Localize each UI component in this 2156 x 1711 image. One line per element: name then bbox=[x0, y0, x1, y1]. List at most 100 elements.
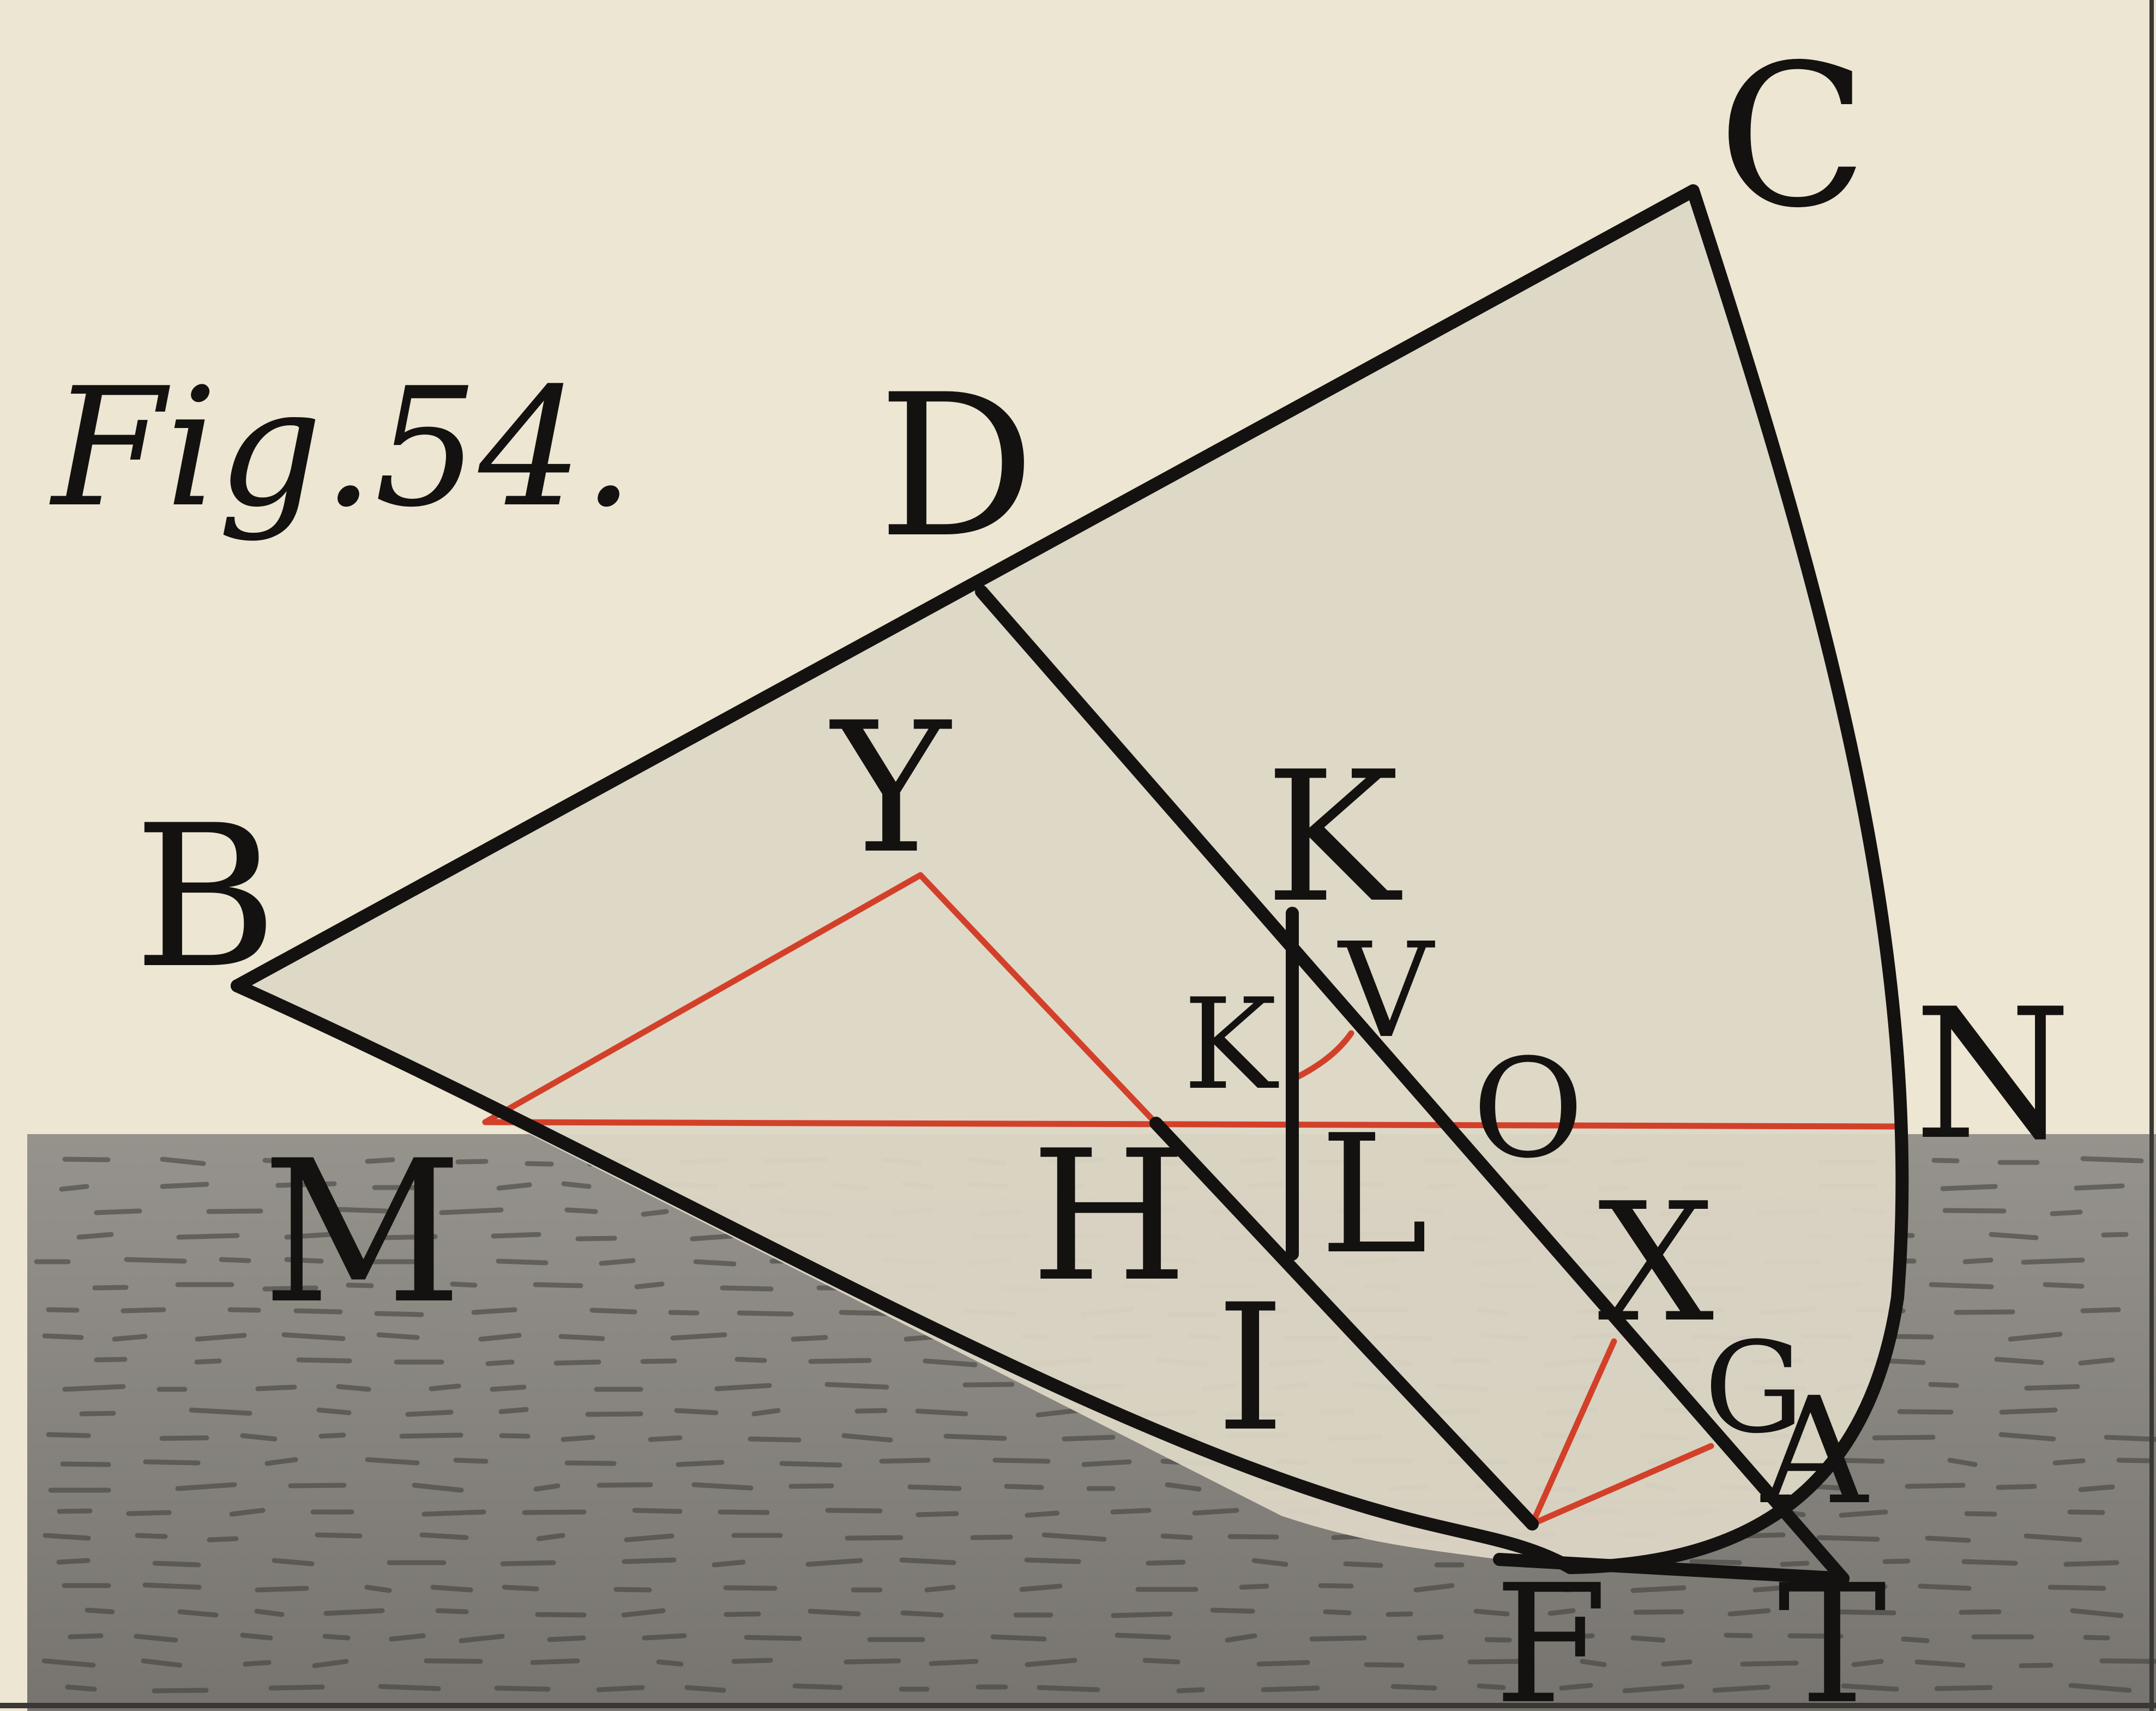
water-dash bbox=[1888, 1334, 1934, 1340]
water-dash bbox=[412, 1483, 464, 1493]
water-dash bbox=[293, 1308, 343, 1315]
water-dash bbox=[720, 1285, 774, 1292]
water-dash bbox=[364, 1585, 392, 1593]
water-dash bbox=[229, 1508, 266, 1517]
water-dash bbox=[1780, 1561, 1810, 1567]
water-dash bbox=[596, 1685, 645, 1692]
label-K-small: K bbox=[1183, 972, 1279, 1118]
water-dash bbox=[491, 1232, 541, 1239]
water-dash bbox=[374, 1311, 424, 1317]
water-dash bbox=[1918, 1583, 1972, 1591]
water-dash bbox=[1931, 1158, 1960, 1164]
water-dash bbox=[656, 1659, 684, 1667]
arc-near-V bbox=[1289, 1030, 1354, 1083]
water-dash bbox=[1019, 1583, 1063, 1592]
water-dash bbox=[668, 1310, 700, 1316]
water-dash bbox=[2063, 1560, 2119, 1567]
label-H: H bbox=[1031, 1112, 1188, 1321]
label-G: G bbox=[1704, 1316, 1804, 1461]
water-dash bbox=[1025, 1658, 1077, 1667]
water-dash bbox=[195, 1333, 247, 1342]
water-dash bbox=[135, 1533, 168, 1539]
label-L: L bbox=[1320, 1100, 1428, 1290]
water-dash bbox=[189, 1407, 252, 1416]
water-dash bbox=[731, 1658, 773, 1664]
water-dash bbox=[805, 1558, 863, 1567]
water-dash bbox=[1062, 1435, 1116, 1442]
water-dash bbox=[642, 1633, 687, 1641]
water-dash bbox=[558, 1334, 605, 1341]
water-dash bbox=[334, 1207, 389, 1214]
water-dash bbox=[419, 1532, 469, 1540]
water-dash bbox=[1961, 1559, 2018, 1566]
water-dash bbox=[1914, 1659, 1966, 1668]
water-dash bbox=[255, 1384, 297, 1391]
water-dash bbox=[714, 1383, 772, 1391]
label-A: A bbox=[1759, 1365, 1870, 1537]
water-dash bbox=[429, 1383, 461, 1391]
water-dash bbox=[2068, 1683, 2132, 1693]
water-dash bbox=[312, 1659, 349, 1668]
water-dash bbox=[421, 1509, 486, 1517]
water-dash bbox=[744, 1635, 802, 1641]
water-dash bbox=[255, 1586, 309, 1593]
water-dash bbox=[65, 1684, 97, 1692]
water-dash bbox=[262, 1158, 305, 1166]
water-dash bbox=[1630, 1585, 1687, 1593]
water-dash bbox=[1994, 1357, 2044, 1365]
label-O: O bbox=[1472, 1029, 1584, 1188]
floating-body-fill bbox=[237, 191, 1902, 1568]
water-dash bbox=[1547, 1608, 1576, 1616]
water-dash bbox=[2008, 1332, 2063, 1342]
water-dash bbox=[624, 1533, 674, 1543]
water-dash bbox=[970, 1534, 1013, 1540]
water-dash bbox=[2116, 1457, 2151, 1463]
water-dash bbox=[272, 1558, 315, 1567]
water-dash bbox=[284, 1257, 324, 1264]
water-dash bbox=[575, 1236, 617, 1242]
water-dash bbox=[2019, 1662, 2053, 1668]
water-dash bbox=[1661, 1659, 1693, 1667]
water-dash bbox=[916, 1511, 959, 1517]
line-HF bbox=[1149, 1117, 1539, 1531]
water-dash bbox=[268, 1684, 325, 1691]
water-dash bbox=[907, 1484, 962, 1491]
water-dash bbox=[142, 1582, 202, 1590]
water-dash bbox=[1142, 1658, 1181, 1665]
water-dash bbox=[478, 1333, 522, 1342]
water-dash bbox=[60, 1461, 111, 1467]
edge-BC bbox=[231, 184, 1700, 992]
water-dash bbox=[751, 1408, 781, 1417]
water-dash bbox=[533, 1483, 561, 1492]
water-dash bbox=[792, 1683, 843, 1690]
water-dash bbox=[1467, 1659, 1523, 1665]
water-dash bbox=[1323, 1609, 1352, 1616]
water-dash bbox=[962, 1382, 1015, 1388]
water-dash bbox=[1004, 1484, 1044, 1490]
water-dash bbox=[684, 1685, 726, 1693]
water-dash bbox=[365, 1157, 395, 1164]
water-dash bbox=[152, 1561, 201, 1568]
water-dash bbox=[112, 1334, 148, 1342]
water-dash bbox=[1740, 1660, 1799, 1667]
water-dash bbox=[824, 1382, 889, 1390]
water-dash bbox=[1225, 1633, 1257, 1643]
water-dash bbox=[674, 1408, 719, 1415]
water-dash bbox=[547, 1635, 586, 1642]
water-dash bbox=[1558, 1633, 1595, 1641]
water-dash bbox=[634, 1281, 665, 1290]
water-dash bbox=[2067, 1509, 2105, 1515]
water-dash bbox=[281, 1332, 346, 1341]
water-dash bbox=[943, 1433, 1007, 1441]
water-dash bbox=[177, 1609, 219, 1618]
water-dash bbox=[923, 1358, 978, 1367]
water-dash bbox=[808, 1608, 861, 1617]
water-dash bbox=[1622, 1684, 1684, 1694]
water-dash bbox=[1962, 1257, 1994, 1264]
water-dash bbox=[599, 1258, 636, 1266]
water-dash bbox=[1851, 1659, 1884, 1667]
water-dash bbox=[121, 1307, 166, 1314]
water-dash bbox=[1508, 1582, 1571, 1593]
water-dash bbox=[632, 1508, 683, 1514]
